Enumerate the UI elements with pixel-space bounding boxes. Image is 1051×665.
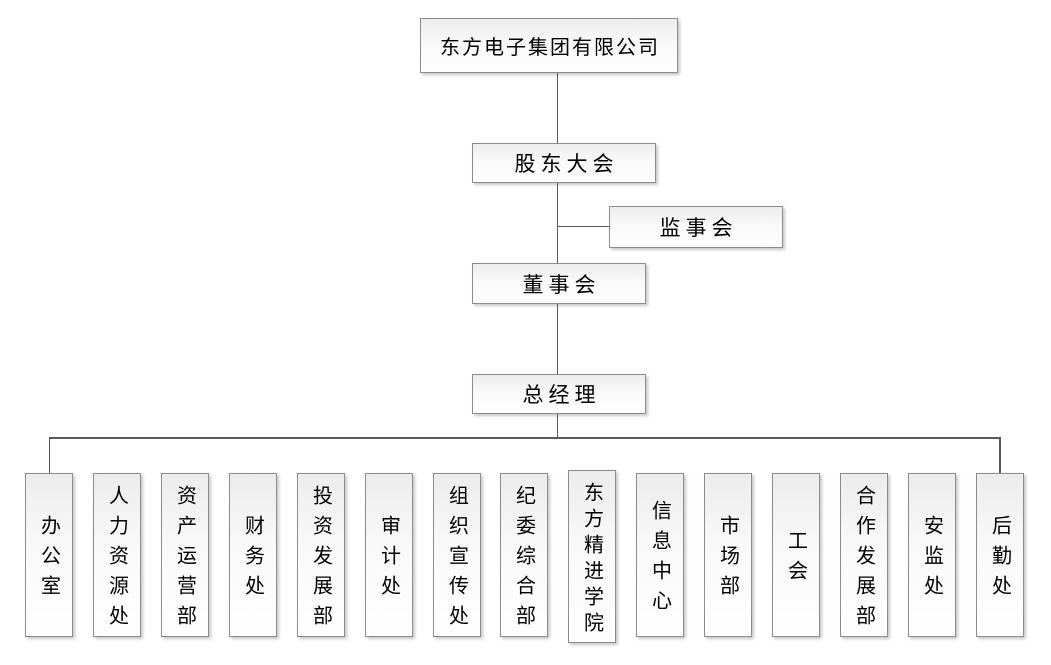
node-general-manager-label: 总经理 [522, 383, 601, 407]
node-general-manager: 总经理 [472, 374, 646, 414]
node-company-root: 东方电子集团有限公司 [420, 18, 678, 73]
dept-node: 组织宣传处 [433, 473, 481, 637]
dept-node-label: 信息中心 [648, 500, 671, 620]
dept-node: 安监处 [908, 473, 956, 637]
dept-node-label: 合作发展部 [852, 485, 875, 635]
node-board-of-directors: 董事会 [472, 263, 646, 304]
dept-node: 纪委综合部 [500, 473, 548, 637]
dept-node: 审计处 [365, 473, 413, 637]
node-shareholders-meeting: 股东大会 [472, 143, 656, 183]
dept-node-label: 后勤处 [988, 515, 1011, 605]
dept-node-label: 东方精进学院 [580, 481, 603, 638]
dept-node-label: 资产运营部 [173, 485, 196, 635]
dept-node-label: 安监处 [920, 515, 943, 605]
dept-node: 办公室 [25, 473, 73, 637]
dept-node-label: 办公室 [37, 515, 60, 605]
dept-node-label: 审计处 [377, 515, 400, 605]
connector-root-to-shareholders [556, 73, 558, 143]
dept-node-label: 纪委综合部 [512, 485, 535, 635]
node-board-of-directors-label: 董事会 [522, 272, 601, 297]
dept-node: 东方精进学院 [568, 470, 616, 643]
dept-node: 信息中心 [636, 473, 684, 637]
dept-node-label: 组织宣传处 [445, 485, 468, 635]
node-supervisory-board-label: 监事会 [659, 216, 738, 240]
node-supervisory-board: 监事会 [609, 206, 783, 248]
connector-bus-drop-right [999, 437, 1001, 473]
dept-node: 合作发展部 [840, 473, 888, 637]
dept-node: 投资发展部 [297, 473, 345, 637]
dept-node: 市场部 [704, 473, 752, 637]
connector-branch-supervisory [557, 225, 609, 227]
dept-node-label: 人力资源处 [105, 485, 128, 635]
dept-node-label: 投资发展部 [309, 485, 332, 635]
node-company-root-label: 东方电子集团有限公司 [440, 37, 660, 59]
node-shareholders-meeting-label: 股东大会 [514, 152, 619, 176]
connector-gm-to-bus [556, 414, 558, 438]
dept-node: 财务处 [229, 473, 277, 637]
dept-node: 后勤处 [976, 473, 1024, 637]
connector-board-to-gm [556, 304, 558, 374]
dept-node-label: 市场部 [716, 515, 739, 605]
connector-departments-bus [48, 437, 1001, 439]
dept-node: 工会 [772, 473, 820, 637]
dept-node: 人力资源处 [93, 473, 141, 637]
connector-bus-drop-left [48, 437, 50, 473]
dept-node: 资产运营部 [161, 473, 209, 637]
dept-node-label: 财务处 [241, 515, 264, 605]
dept-node-label: 工会 [784, 530, 807, 590]
connector-shareholders-to-board [556, 183, 558, 263]
